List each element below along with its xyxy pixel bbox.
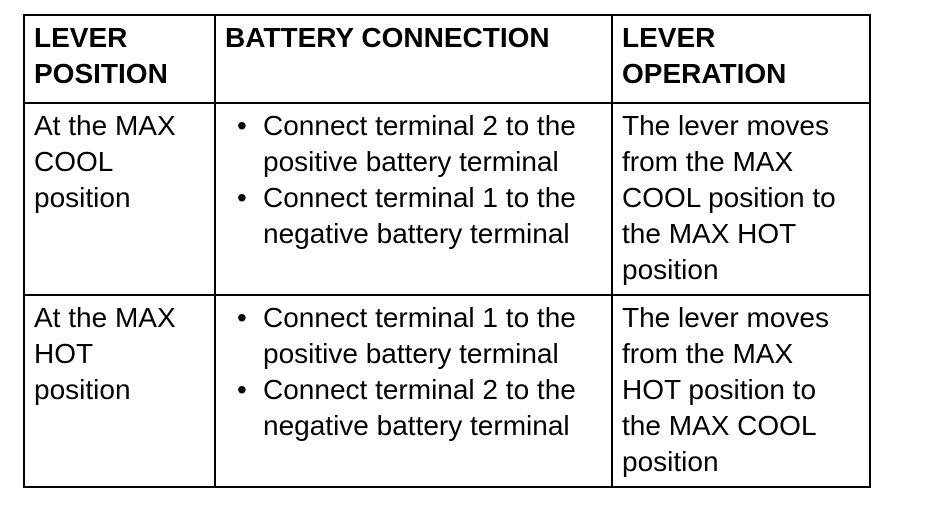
list-item: • Connect terminal 2 to the positive bat… <box>225 108 603 180</box>
bullet-icon: • <box>237 374 247 405</box>
table-row: At the MAX COOL position • Connect termi… <box>23 102 871 296</box>
cell-text: the MAX COOL <box>622 410 817 441</box>
header-lever-operation: LEVER OPERATION <box>611 14 871 104</box>
header-text: POSITION <box>34 58 168 89</box>
operation-cell: The lever moves from the MAX HOT positio… <box>611 294 871 488</box>
header-text: LEVER <box>622 22 716 53</box>
cell-text: Connect terminal 2 to the <box>263 110 576 141</box>
position-cell: At the MAX HOT position <box>23 294 216 488</box>
cell-text: positive battery terminal <box>263 146 559 177</box>
cell-text: COOL position to <box>622 182 836 213</box>
cell-text: position <box>34 182 131 213</box>
cell-text: The lever moves <box>622 302 829 333</box>
position-cell: At the MAX COOL position <box>23 102 216 296</box>
cell-text: The lever moves <box>622 110 829 141</box>
connection-cell: • Connect terminal 2 to the positive bat… <box>214 102 613 296</box>
header-battery-connection: BATTERY CONNECTION <box>214 14 613 104</box>
bullet-icon: • <box>237 110 247 141</box>
bullet-icon: • <box>237 302 247 333</box>
connection-list: • Connect terminal 2 to the positive bat… <box>225 108 603 252</box>
header-text: LEVER <box>34 22 128 53</box>
list-item: • Connect terminal 2 to the negative bat… <box>225 372 603 444</box>
cell-text: At the MAX <box>34 302 176 333</box>
cell-text: negative battery terminal <box>263 218 570 249</box>
cell-text: Connect terminal 1 to the <box>263 302 576 333</box>
header-row: LEVER POSITION BATTERY CONNECTION LEVER … <box>23 14 871 104</box>
list-item: • Connect terminal 1 to the negative bat… <box>225 180 603 252</box>
cell-text: position <box>34 374 131 405</box>
cell-text: COOL <box>34 146 114 177</box>
header-lever-position: LEVER POSITION <box>23 14 216 104</box>
header-text: BATTERY CONNECTION <box>225 22 550 53</box>
operation-cell: The lever moves from the MAX COOL positi… <box>611 102 871 296</box>
cell-text: HOT <box>34 338 94 369</box>
list-item: • Connect terminal 1 to the positive bat… <box>225 300 603 372</box>
cell-text: negative battery terminal <box>263 410 570 441</box>
table-row: At the MAX HOT position • Connect termin… <box>23 294 871 488</box>
cell-text: from the MAX <box>622 146 794 177</box>
cell-text: the MAX HOT <box>622 218 797 249</box>
header-text: OPERATION <box>622 58 787 89</box>
cell-text: Connect terminal 2 to the <box>263 374 576 405</box>
cell-text: HOT position to <box>622 374 817 405</box>
bullet-icon: • <box>237 182 247 213</box>
cell-text: position <box>622 254 719 285</box>
connection-list: • Connect terminal 1 to the positive bat… <box>225 300 603 444</box>
lever-battery-table: LEVER POSITION BATTERY CONNECTION LEVER … <box>23 14 871 488</box>
cell-text: position <box>622 446 719 477</box>
connection-cell: • Connect terminal 1 to the positive bat… <box>214 294 613 488</box>
cell-text: positive battery terminal <box>263 338 559 369</box>
cell-text: At the MAX <box>34 110 176 141</box>
cell-text: from the MAX <box>622 338 794 369</box>
cell-text: Connect terminal 1 to the <box>263 182 576 213</box>
